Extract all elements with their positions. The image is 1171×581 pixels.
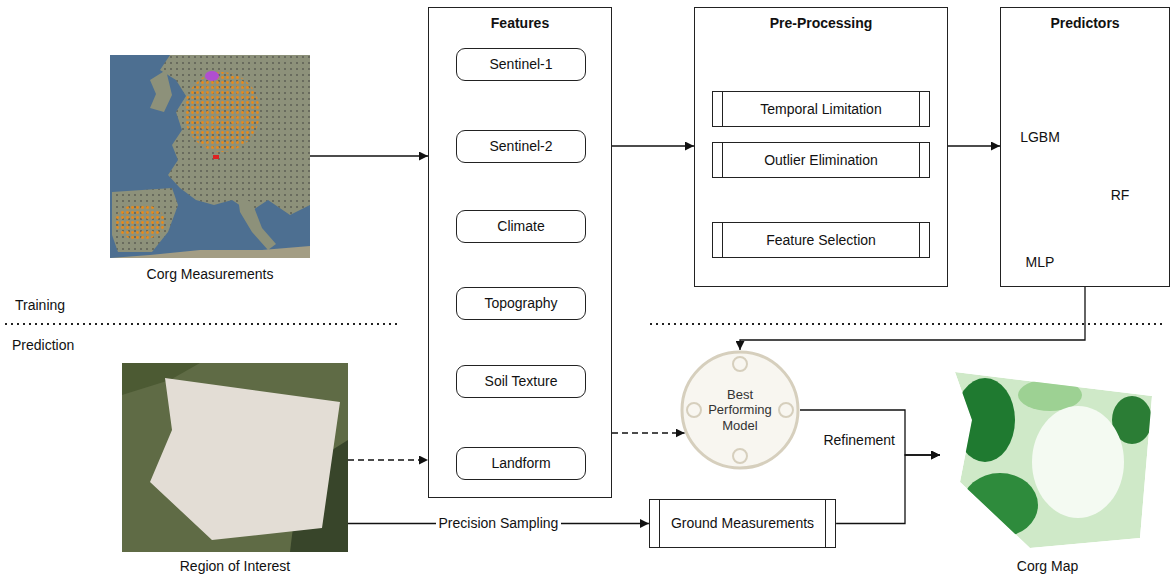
box-label: Soil Texture	[485, 373, 558, 390]
feature-box: Sentinel-1	[456, 48, 586, 81]
map-points	[112, 188, 178, 252]
group-title: Predictors	[1001, 8, 1169, 32]
map-points	[160, 55, 310, 215]
connector	[740, 287, 1085, 350]
edge-label: Refinement	[820, 432, 898, 449]
connector	[800, 410, 940, 455]
model-name: LGBM	[1020, 129, 1060, 146]
box-label: Ground Measurements	[671, 515, 814, 532]
box-label: Topography	[484, 295, 557, 312]
box-label: Best Performing Model	[697, 387, 783, 434]
circle-knob	[733, 357, 747, 371]
feature-box: Climate	[456, 210, 586, 243]
feature-box: Landform	[456, 447, 586, 480]
edge-label: Precision Sampling	[436, 515, 562, 532]
image-panel: Region of Interest	[122, 363, 348, 575]
map-zone	[1032, 406, 1124, 518]
map-land	[160, 55, 310, 215]
image-caption: Corg Measurements	[147, 266, 274, 283]
model-name: MLP	[1026, 254, 1055, 271]
connector	[348, 459, 428, 460]
map-zone	[962, 473, 1038, 537]
map-land	[110, 246, 310, 258]
model-name: RF	[1111, 187, 1130, 204]
circle-knob	[733, 449, 747, 463]
box-label: Temporal Limitation	[760, 101, 881, 118]
model-circle: Best Performing Model	[680, 350, 800, 470]
section-label: Prediction	[12, 337, 74, 354]
field-photo	[122, 363, 348, 552]
circle-knob	[779, 403, 793, 417]
feature-box: Topography	[456, 287, 586, 320]
box-label: Landform	[491, 455, 550, 472]
map-field	[955, 372, 1152, 548]
map-land	[238, 198, 276, 250]
map-land	[112, 188, 178, 252]
section-label: Training	[15, 297, 65, 314]
connector	[612, 145, 694, 146]
predictor-group: Predictors	[1000, 7, 1170, 287]
map-sea	[110, 55, 310, 258]
sample-cluster	[205, 71, 219, 81]
connector	[836, 455, 940, 524]
process-box: Temporal Limitation	[712, 91, 930, 127]
box-label: Feature Selection	[766, 232, 876, 249]
feature-box: Soil Texture	[456, 365, 586, 398]
process-box: Outlier Elimination	[712, 142, 930, 178]
sample-cluster	[184, 72, 260, 152]
connector	[948, 145, 1000, 146]
section-divider	[650, 323, 1166, 325]
circle-ring	[682, 352, 798, 468]
image-panel: Corg Measurements	[110, 55, 310, 283]
image-caption: Corg Map	[1017, 558, 1078, 575]
image-caption: Region of Interest	[180, 558, 291, 575]
map-field-fill	[955, 372, 1152, 548]
process-group: Pre-ProcessingTemporal LimitationOutlier…	[694, 7, 948, 287]
map-zone	[1018, 379, 1082, 411]
corg-map-image	[940, 363, 1155, 552]
feature-box: Sentinel-2	[456, 130, 586, 163]
process-box: Ground Measurements	[649, 499, 836, 548]
image-panel: Corg Map	[940, 363, 1155, 575]
sample-cluster	[115, 204, 165, 240]
section-divider	[5, 323, 400, 325]
feature-group: FeaturesSentinel-1Sentinel-2ClimateTopog…	[428, 7, 612, 498]
group-title: Features	[429, 8, 611, 32]
box-label: Sentinel-2	[489, 138, 552, 155]
group-title: Pre-Processing	[695, 8, 947, 32]
connector	[612, 432, 685, 433]
sample-cluster	[213, 155, 219, 159]
europe-map	[110, 55, 310, 258]
photo-field	[150, 378, 340, 540]
map-ground	[940, 363, 1155, 552]
box-label: Outlier Elimination	[764, 152, 878, 169]
connector	[310, 155, 428, 156]
map-zone	[955, 378, 1015, 462]
process-box: Feature Selection	[712, 222, 930, 258]
photo-ground	[122, 363, 348, 552]
box-label: Climate	[497, 218, 544, 235]
circle-knob	[687, 403, 701, 417]
map-land	[150, 70, 172, 112]
box-label: Sentinel-1	[489, 56, 552, 73]
